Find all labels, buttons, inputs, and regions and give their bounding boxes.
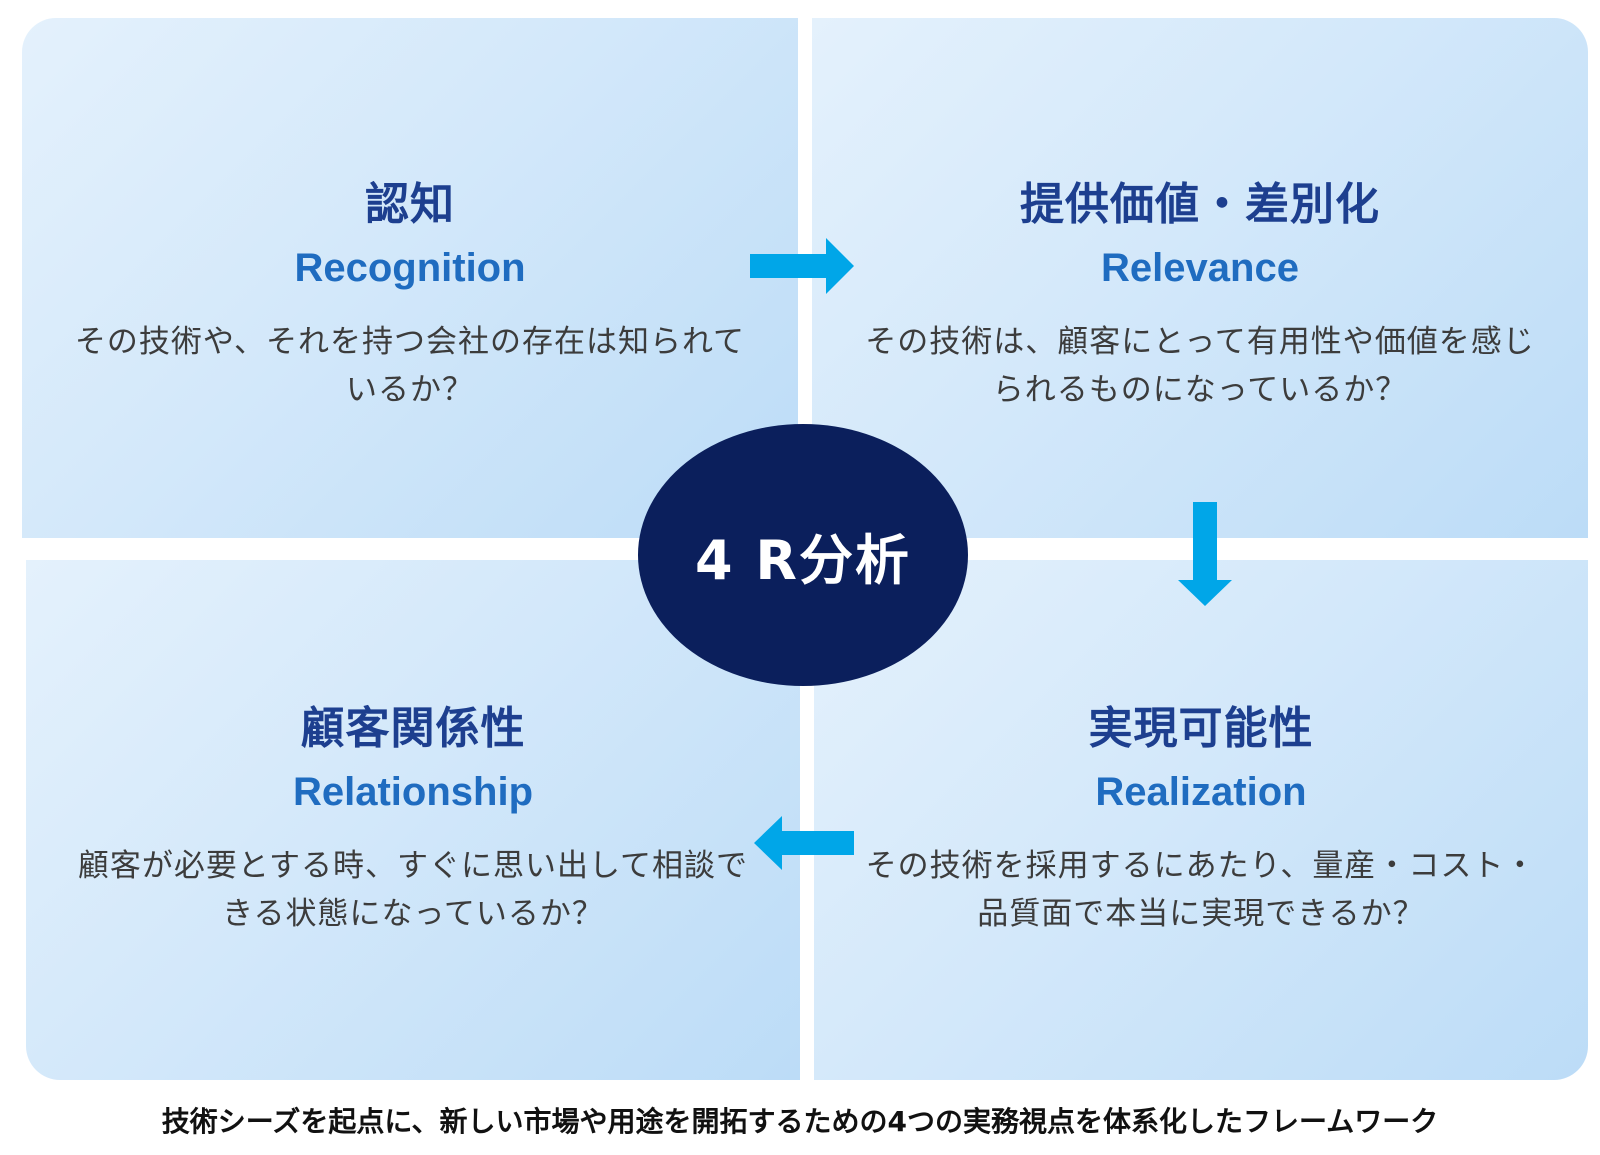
quadrant-title: 提供価値・差別化 [1020, 179, 1380, 230]
quadrant-realization: 実現可能性 Realization その技術を採用するにあたり、量産・コスト・品… [814, 560, 1588, 1080]
quadrant-subtitle: Relationship [292, 770, 534, 814]
quadrant-title: 認知 [365, 179, 455, 230]
quadrant-relationship: 顧客関係性 Relationship 顧客が必要とする時、すぐに思い出して相談で… [26, 560, 800, 1080]
quadrant-title: 顧客関係性 [300, 703, 526, 754]
quadrant-description: 顧客が必要とする時、すぐに思い出して相談できる状態になっているか？ [77, 848, 749, 932]
quadrant-subtitle: Recognition [294, 246, 526, 290]
center-badge: 4 R分析 [638, 424, 968, 686]
quadrant-description: その技術を採用するにあたり、量産・コスト・品質面で本当に実現できるか？ [865, 848, 1537, 932]
quadrant-title: 実現可能性 [1088, 703, 1314, 754]
quadrant-subtitle: Realization [1095, 770, 1307, 814]
quadrant-recognition: 認知 Recognition その技術や、それを持つ会社の存在は知られているか？ [22, 18, 798, 538]
quadrant-description: その技術や、それを持つ会社の存在は知られているか？ [74, 324, 746, 408]
quadrant-relevance: 提供価値・差別化 Relevance その技術は、顧客にとって有用性や価値を感じ… [812, 18, 1588, 538]
arrow-right-icon [750, 238, 854, 294]
quadrant-subtitle: Relevance [1101, 246, 1299, 290]
center-label: 4 R分析 [695, 528, 911, 592]
quadrant-description: その技術は、顧客にとって有用性や価値を感じられるものになっているか？ [865, 324, 1535, 408]
arrow-left-icon [754, 816, 854, 870]
footer-caption: 技術シーズを起点に、新しい市場や用途を開拓するための4つの実務視点を体系化したフ… [161, 1105, 1439, 1138]
arrow-down-icon [1178, 502, 1232, 606]
